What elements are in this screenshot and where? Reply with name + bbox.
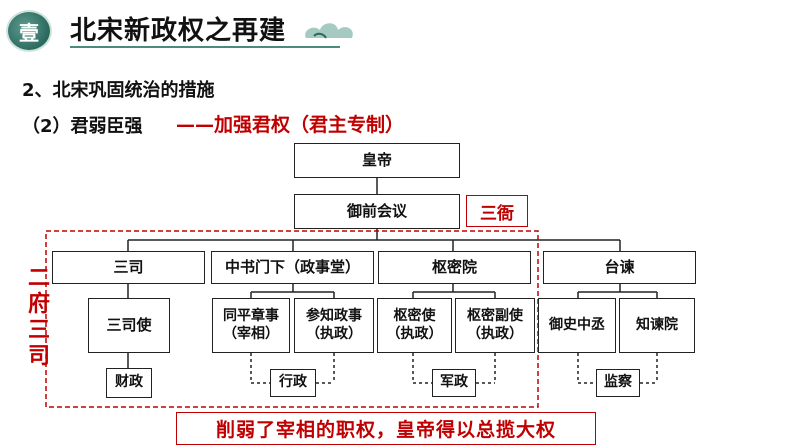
node-finance: 财政: [106, 368, 152, 398]
section-subheading: （2）君弱臣强: [22, 116, 143, 137]
node-tongping-zhangshi: 同平章事 （宰相）: [212, 298, 290, 353]
node-shumi-shi: 枢密使 （执政）: [377, 298, 452, 353]
title-underline: [70, 46, 340, 48]
node-yushi-zhongcheng: 御史中丞: [538, 298, 616, 353]
page-title: 北宋新政权之再建: [70, 16, 287, 46]
node-zhijianyuan: 知谏院: [619, 298, 695, 353]
node-canzhi-zhengshi: 参知政事 （执政）: [294, 298, 374, 353]
cloud-ornament-icon: [305, 23, 353, 39]
node-emperor: 皇帝: [294, 143, 460, 178]
node-imperial-council: 御前会议: [294, 194, 460, 229]
node-military: 军政: [432, 369, 476, 397]
side-label-two-fu-three-si: 二府三司: [27, 266, 50, 369]
node-taijian: 台谏: [543, 251, 696, 284]
section-heading: 2、北宋巩固统治的措施: [22, 80, 215, 101]
node-sansi-shi: 三司使: [88, 298, 170, 353]
node-shumiyuan: 枢密院: [378, 251, 531, 284]
node-supervision: 监察: [596, 369, 640, 397]
conclusion-box: 削弱了宰相的职权，皇帝得以总揽大权: [176, 412, 596, 445]
node-three-ya: 三衙: [466, 195, 528, 227]
node-zhongshu-menxia: 中书门下（政事堂）: [211, 251, 374, 284]
node-sansi: 三司: [52, 251, 205, 284]
subheading-emphasis: ——加强君权（君主专制）: [176, 114, 405, 136]
node-shumi-fushi: 枢密副使 （执政）: [455, 298, 535, 353]
node-administration: 行政: [270, 369, 316, 397]
section-badge: 壹: [6, 10, 52, 52]
